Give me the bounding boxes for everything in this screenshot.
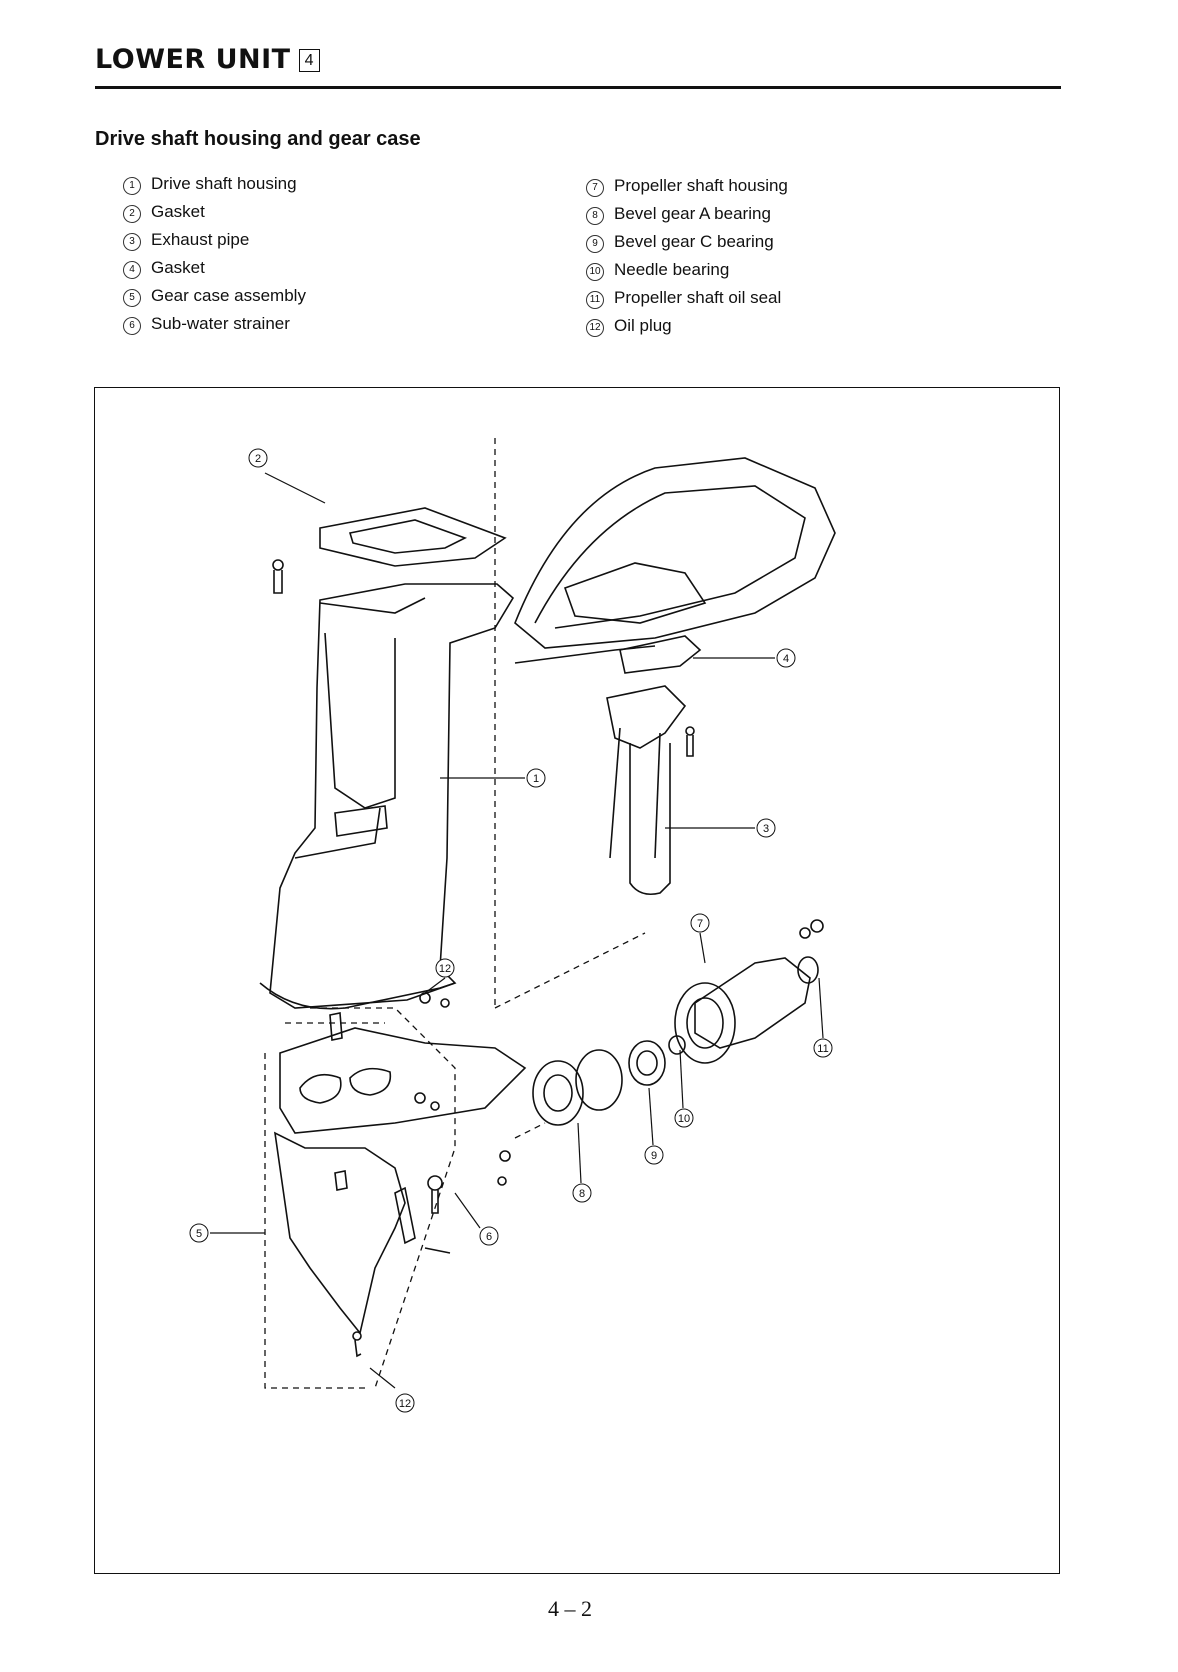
callout-2: 2 bbox=[249, 449, 267, 467]
legend-number: 3 bbox=[123, 233, 141, 251]
legend-item: 4 Gasket bbox=[123, 254, 306, 282]
legend-label: Drive shaft housing bbox=[151, 174, 297, 193]
svg-text:11: 11 bbox=[817, 1043, 828, 1055]
callout-8: 8 bbox=[573, 1184, 591, 1202]
legend-item: 3 Exhaust pipe bbox=[123, 226, 306, 254]
legend-number: 10 bbox=[586, 263, 604, 281]
upper-casing-drawing bbox=[515, 458, 835, 663]
legend-item: 5 Gear case assembly bbox=[123, 282, 306, 310]
svg-text:3: 3 bbox=[763, 823, 769, 835]
gasket-top-drawing bbox=[320, 508, 505, 566]
legend-item: 10 Needle bearing bbox=[586, 256, 788, 284]
legend-number: 11 bbox=[586, 291, 604, 309]
legend-label: Sub-water strainer bbox=[151, 314, 290, 333]
drive-shaft-housing-drawing bbox=[260, 584, 513, 1009]
callout-11: 11 bbox=[814, 1039, 832, 1057]
callout-4: 4 bbox=[777, 649, 795, 667]
callout-leaders bbox=[210, 473, 823, 1388]
exhaust-pipe-drawing bbox=[607, 636, 700, 894]
page-header: LOWER UNIT 4 bbox=[95, 44, 1060, 75]
header-rule bbox=[95, 86, 1061, 89]
legend-item: 9 Bevel gear C bearing bbox=[586, 228, 788, 256]
svg-text:5: 5 bbox=[196, 1228, 202, 1240]
svg-text:2: 2 bbox=[255, 453, 261, 465]
propeller-shaft-parts-drawing bbox=[533, 957, 818, 1125]
legend-label: Exhaust pipe bbox=[151, 230, 249, 249]
legend-number: 4 bbox=[123, 261, 141, 279]
svg-text:4: 4 bbox=[783, 653, 789, 665]
legend-number: 1 bbox=[123, 177, 141, 195]
svg-text:1: 1 bbox=[533, 773, 539, 785]
legend-number: 5 bbox=[123, 289, 141, 307]
legend-item: 1 Drive shaft housing bbox=[123, 170, 306, 198]
callout-6: 6 bbox=[480, 1227, 498, 1245]
legend-right: 7 Propeller shaft housing 8 Bevel gear A b… bbox=[586, 172, 788, 340]
legend-label: Propeller shaft oil seal bbox=[614, 288, 781, 307]
callout-5: 5 bbox=[190, 1224, 208, 1242]
legend-label: Bevel gear A bearing bbox=[614, 204, 771, 223]
exploded-diagram: 2 4 1 3 7 12 11 10 9 8 5 6 12 bbox=[94, 387, 1060, 1574]
page-number: 4 – 2 bbox=[548, 1596, 592, 1622]
exploded-diagram-drawing: 2 4 1 3 7 12 11 10 9 8 5 6 12 bbox=[95, 388, 1061, 1575]
legend-number: 9 bbox=[586, 235, 604, 253]
callout-7: 7 bbox=[691, 914, 709, 932]
callout-1: 1 bbox=[527, 769, 545, 787]
legend-item: 7 Propeller shaft housing bbox=[586, 172, 788, 200]
legend-label: Gear case assembly bbox=[151, 286, 306, 305]
svg-text:9: 9 bbox=[651, 1150, 657, 1162]
legend-label: Gasket bbox=[151, 258, 205, 277]
callout-12-upper: 12 bbox=[436, 959, 454, 977]
legend-number: 12 bbox=[586, 319, 604, 337]
legend-item: 6 Sub-water strainer bbox=[123, 310, 306, 338]
svg-text:10: 10 bbox=[678, 1113, 690, 1125]
callout-10: 10 bbox=[675, 1109, 693, 1127]
callout-3: 3 bbox=[757, 819, 775, 837]
legend-label: Gasket bbox=[151, 202, 205, 221]
fastener-drawings bbox=[273, 560, 823, 1356]
legend-item: 11 Propeller shaft oil seal bbox=[586, 284, 788, 312]
svg-text:6: 6 bbox=[486, 1231, 492, 1243]
chapter-number-box: 4 bbox=[299, 49, 320, 72]
callout-9: 9 bbox=[645, 1146, 663, 1164]
gear-case-drawing bbox=[275, 1013, 525, 1333]
svg-text:7: 7 bbox=[697, 918, 703, 930]
callout-12-lower: 12 bbox=[396, 1394, 414, 1412]
legend-label: Propeller shaft housing bbox=[614, 176, 788, 195]
page-title: LOWER UNIT bbox=[95, 44, 291, 75]
legend-item: 2 Gasket bbox=[123, 198, 306, 226]
legend-number: 6 bbox=[123, 317, 141, 335]
legend-label: Needle bearing bbox=[614, 260, 729, 279]
svg-text:12: 12 bbox=[399, 1398, 411, 1410]
legend-label: Bevel gear C bearing bbox=[614, 232, 774, 251]
svg-text:8: 8 bbox=[579, 1188, 585, 1200]
legend-number: 7 bbox=[586, 179, 604, 197]
legend-item: 12 Oil plug bbox=[586, 312, 788, 340]
svg-text:12: 12 bbox=[439, 963, 451, 975]
legend-number: 2 bbox=[123, 205, 141, 223]
legend-item: 8 Bevel gear A bearing bbox=[586, 200, 788, 228]
section-title: Drive shaft housing and gear case bbox=[95, 128, 421, 151]
legend-number: 8 bbox=[586, 207, 604, 225]
legend-label: Oil plug bbox=[614, 316, 672, 335]
